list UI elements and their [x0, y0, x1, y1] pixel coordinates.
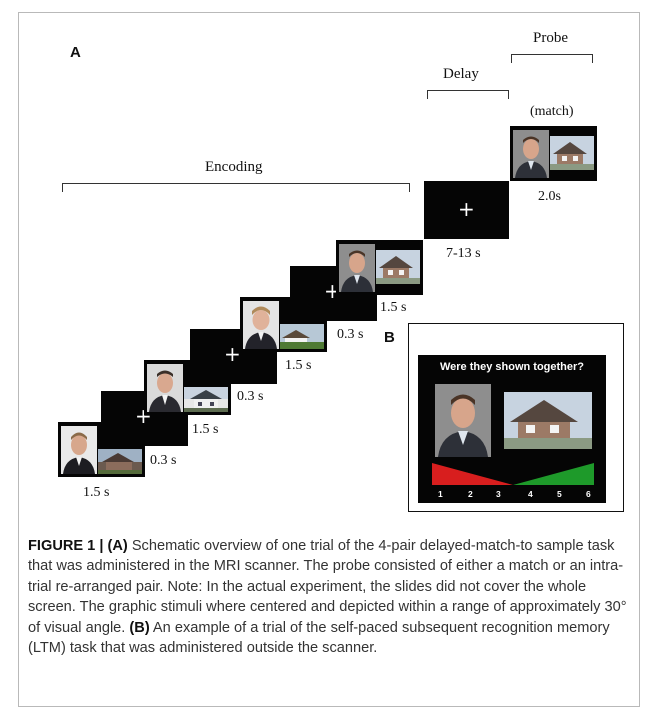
- recognition-face-photo: [435, 384, 491, 457]
- recognition-house-photo: [504, 392, 592, 449]
- duration-probe: 2.0s: [538, 189, 561, 204]
- house-photo-2: [184, 387, 228, 412]
- encoding-pair-slide-4: [336, 240, 423, 295]
- encoding-phase-label: Encoding: [205, 159, 263, 175]
- fixation-slide-1: +: [101, 391, 188, 446]
- scale-number-2[interactable]: 2: [468, 489, 473, 499]
- panel-b-label: B: [384, 329, 395, 346]
- delay-phase-label: Delay: [443, 66, 479, 82]
- probe-phase-label: Probe: [533, 30, 568, 46]
- duration-pair-4: 1.5 s: [380, 300, 407, 315]
- panel-a-label: A: [70, 44, 81, 61]
- face-photo-1: [61, 426, 97, 474]
- duration-pair-1: 1.5 s: [83, 485, 110, 500]
- encoding-pair-slide-2: [144, 360, 231, 415]
- house-photo-1: [98, 449, 142, 474]
- caption-a-label: (A): [107, 538, 128, 554]
- recognition-question: Were they shown together?: [439, 361, 585, 373]
- probe-type-label: (match): [530, 104, 574, 119]
- delay-bracket: [427, 90, 509, 99]
- duration-isi-2: 0.3 s: [237, 389, 264, 404]
- house-photo-4: [376, 250, 420, 284]
- scale-number-5[interactable]: 5: [557, 489, 562, 499]
- probe-bracket: [511, 54, 593, 63]
- scale-number-6[interactable]: 6: [586, 489, 591, 499]
- scale-number-3[interactable]: 3: [496, 489, 501, 499]
- house-photo-3: [280, 324, 324, 349]
- figure-label: FIGURE 1 |: [28, 538, 108, 554]
- figure-caption: FIGURE 1 | (A) Schematic overview of one…: [28, 536, 634, 658]
- figure-frame: [18, 12, 640, 707]
- face-photo-2: [147, 364, 183, 412]
- duration-isi-3: 0.3 s: [337, 327, 364, 342]
- caption-text-a: Schematic overview of one trial of the 4…: [28, 538, 627, 636]
- fixation-cross-2: +: [224, 342, 241, 366]
- duration-delay: 7-13 s: [446, 246, 481, 261]
- panel-b-frame: [408, 323, 624, 512]
- low-confidence-wedge: [432, 463, 513, 485]
- scale-number-4[interactable]: 4: [528, 489, 533, 499]
- encoding-bracket: [62, 183, 410, 192]
- delay-fixation-cross: +: [458, 197, 475, 221]
- probe-house-photo: [550, 136, 594, 170]
- duration-pair-2: 1.5 s: [192, 422, 219, 437]
- probe-slide: [510, 126, 597, 181]
- encoding-pair-slide-1: [58, 422, 145, 477]
- scale-number-1[interactable]: 1: [438, 489, 443, 499]
- face-photo-3: [243, 301, 279, 349]
- face-photo-4: [339, 244, 375, 292]
- duration-pair-3: 1.5 s: [285, 358, 312, 373]
- caption-text-b: An example of a trial of the self-paced …: [28, 619, 610, 657]
- caption-b-label: (B): [129, 619, 150, 636]
- confidence-scale-bars: [432, 463, 594, 485]
- delay-fixation-slide: +: [424, 181, 509, 239]
- recognition-task-screen: Were they shown together? 1 2 3 4 5 6: [418, 355, 606, 503]
- duration-isi-1: 0.3 s: [150, 453, 177, 468]
- high-confidence-wedge: [513, 463, 594, 485]
- probe-face-photo: [513, 130, 549, 178]
